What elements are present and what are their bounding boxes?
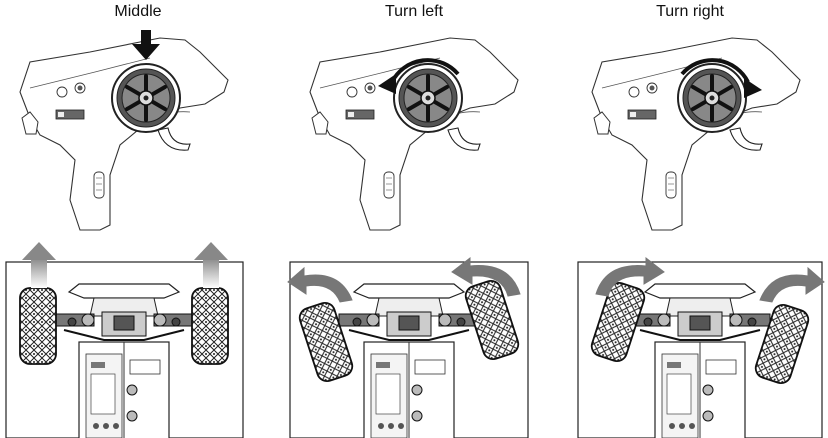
panel-middle <box>6 30 243 438</box>
steering-wheel-turn-right <box>678 64 746 132</box>
panel-turn-left <box>288 38 528 438</box>
steering-wheel-turn-left <box>394 64 462 132</box>
right-tire-middle <box>192 288 228 364</box>
transmitter-turn-right <box>592 38 800 230</box>
panel-turn-right <box>578 38 824 438</box>
left-tire-middle <box>20 288 56 364</box>
transmitter-middle <box>20 38 228 230</box>
steering-wheel-middle <box>112 64 180 132</box>
